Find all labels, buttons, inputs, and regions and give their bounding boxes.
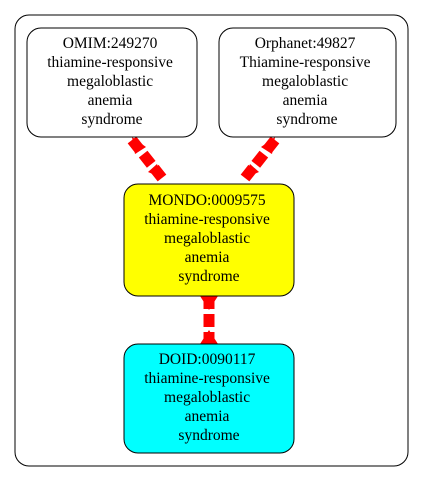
node-doid-text: DOID:0090117 thiamine-responsive megalob… xyxy=(144,351,274,444)
node-mondo-id: MONDO:0009575 xyxy=(149,192,266,209)
node-doid-line-4: syndrome xyxy=(178,427,239,444)
edge-orphanet-mondo xyxy=(240,136,280,182)
node-doid-id: DOID:0090117 xyxy=(159,351,256,368)
node-omim-line-4: syndrome xyxy=(81,111,142,128)
edge-omim-mondo xyxy=(127,136,167,182)
node-mondo-line-2: megaloblastic xyxy=(164,230,250,247)
node-mondo[interactable]: MONDO:0009575 thiamine-responsive megalo… xyxy=(123,183,295,297)
node-omim-line-3: anemia xyxy=(88,92,133,109)
node-orphanet[interactable]: Orphanet:49827 Thiamine-responsive megal… xyxy=(218,27,397,138)
node-mondo-line-3: anemia xyxy=(185,249,230,266)
node-orphanet-line-2: megaloblastic xyxy=(262,73,348,90)
node-doid-line-1: thiamine-responsive xyxy=(144,370,270,387)
node-omim-line-2: megaloblastic xyxy=(67,73,153,90)
node-mondo-line-1: thiamine-responsive xyxy=(144,211,270,228)
node-omim-line-1: thiamine-responsive xyxy=(47,54,173,71)
node-orphanet-line-4: syndrome xyxy=(276,111,337,128)
node-omim-text: OMIM:249270 thiamine-responsive megalobl… xyxy=(47,35,177,128)
node-orphanet-id: Orphanet:49827 xyxy=(255,35,356,52)
node-orphanet-line-1: Thiamine-responsive xyxy=(240,54,371,71)
node-doid-line-2: megaloblastic xyxy=(164,389,250,406)
node-mondo-line-4: syndrome xyxy=(178,268,239,285)
node-orphanet-text: Orphanet:49827 Thiamine-responsive megal… xyxy=(240,35,375,128)
edge-mondo-doid xyxy=(200,296,218,344)
node-orphanet-line-3: anemia xyxy=(283,92,328,109)
node-omim[interactable]: OMIM:249270 thiamine-responsive megalobl… xyxy=(26,27,198,138)
node-doid-line-3: anemia xyxy=(185,408,230,425)
node-doid[interactable]: DOID:0090117 thiamine-responsive megalob… xyxy=(123,343,295,454)
cluster-frame xyxy=(14,14,409,467)
node-mondo-text: MONDO:0009575 thiamine-responsive megalo… xyxy=(144,192,274,285)
node-omim-id: OMIM:249270 xyxy=(63,35,158,52)
